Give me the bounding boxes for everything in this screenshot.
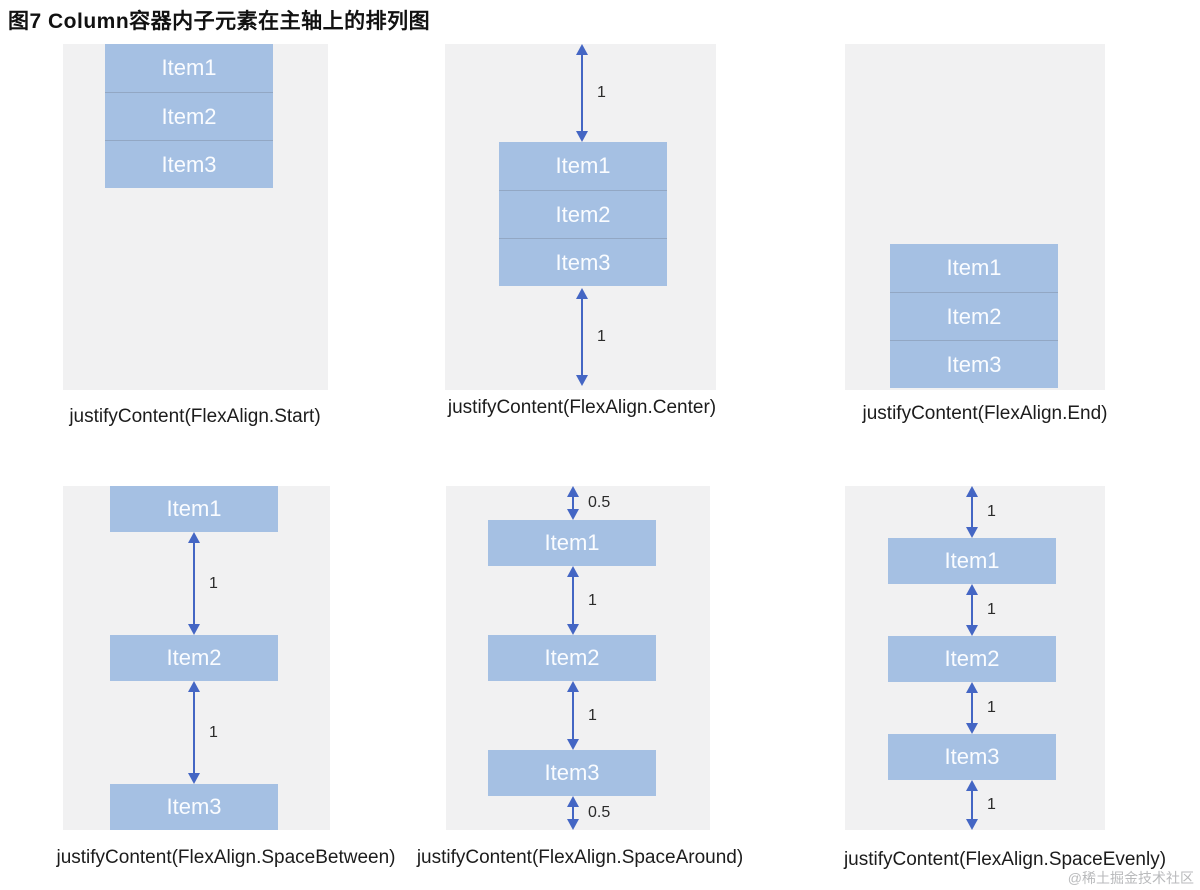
- arrow-shaft: [572, 685, 574, 746]
- flex-item: Item2: [110, 635, 278, 681]
- arrow-shaft: [971, 588, 973, 632]
- flex-item: Item3: [499, 238, 667, 286]
- panel-caption: justifyContent(FlexAlign.SpaceEvenly): [843, 849, 1167, 870]
- flex-item: Item3: [488, 750, 656, 796]
- item-stack: Item1 Item2 Item3: [499, 142, 667, 286]
- arrow-shaft: [971, 686, 973, 730]
- gap-value: 0.5: [588, 494, 611, 511]
- flex-item: Item1: [890, 244, 1058, 292]
- arrow-shaft: [971, 784, 973, 826]
- watermark: @稀土掘金技术社区: [1067, 870, 1194, 886]
- gap-value: 1: [987, 796, 996, 813]
- arrow-shaft: [572, 800, 574, 826]
- gap-value: 1: [588, 591, 597, 609]
- gap-value: 1: [588, 706, 597, 724]
- gap-value: 1: [987, 699, 996, 716]
- flex-item: Item3: [890, 340, 1058, 388]
- flex-item: Item1: [110, 486, 278, 532]
- flex-item: Item1: [488, 520, 656, 566]
- panel-caption: justifyContent(FlexAlign.End): [862, 403, 1108, 424]
- flex-item: Item3: [888, 734, 1056, 780]
- arrow-shaft: [193, 685, 195, 780]
- arrow-shaft: [971, 490, 973, 534]
- arrow-shaft: [193, 536, 195, 631]
- panel-caption: justifyContent(FlexAlign.SpaceBetween): [56, 847, 396, 868]
- flex-item: Item2: [105, 92, 273, 140]
- arrow-shaft: [572, 570, 574, 631]
- figure-title: 图7 Column容器内子元素在主轴上的排列图: [8, 10, 431, 33]
- gap-value: 1: [597, 84, 606, 101]
- panel-flexalign-space-evenly: 1 Item1 1 Item2 1 Item3 1: [845, 486, 1105, 830]
- flex-item: Item2: [890, 292, 1058, 340]
- panel-flexalign-space-between: Item1 1 Item2 1 Item3: [63, 486, 330, 830]
- flex-item: Item3: [105, 140, 273, 188]
- flex-item: Item2: [499, 190, 667, 238]
- arrow-shaft: [581, 48, 583, 138]
- item-stack: Item1 Item2 Item3: [105, 44, 273, 188]
- gap-value: 0.5: [588, 804, 611, 821]
- item-stack: Item1 Item2 Item3: [890, 244, 1058, 388]
- gap-value: 1: [597, 328, 606, 345]
- panel-caption: justifyContent(FlexAlign.SpaceAround): [416, 847, 744, 868]
- gap-value: 1: [987, 503, 996, 520]
- flex-item: Item2: [888, 636, 1056, 682]
- flex-item: Item3: [110, 784, 278, 830]
- gap-value: 1: [987, 601, 996, 618]
- flex-item: Item1: [105, 44, 273, 92]
- panel-flexalign-end: Item1 Item2 Item3: [845, 44, 1105, 390]
- gap-value: 1: [209, 574, 218, 592]
- flex-item: Item2: [488, 635, 656, 681]
- panel-caption: justifyContent(FlexAlign.Start): [69, 406, 321, 427]
- arrow-shaft: [581, 292, 583, 382]
- arrow-shaft: [572, 490, 574, 516]
- flex-item: Item1: [499, 142, 667, 190]
- panel-caption: justifyContent(FlexAlign.Center): [447, 397, 717, 418]
- panel-flexalign-space-around: 0.5 Item1 1 Item2 1 Item3 0.5: [446, 486, 710, 830]
- panel-flexalign-center: 1 Item1 Item2 Item3 1: [445, 44, 716, 390]
- flex-item: Item1: [888, 538, 1056, 584]
- gap-value: 1: [209, 723, 218, 741]
- panel-flexalign-start: Item1 Item2 Item3: [63, 44, 328, 390]
